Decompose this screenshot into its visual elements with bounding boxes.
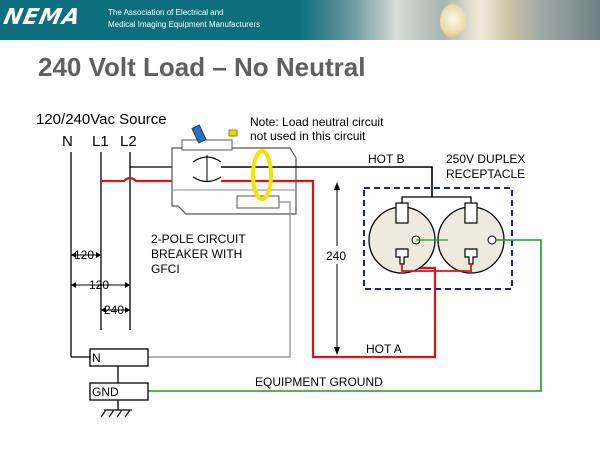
neutral-bar xyxy=(89,348,149,367)
voltage-load-label: 240 xyxy=(326,249,346,263)
voltage-n-l1-label: 120 xyxy=(74,248,94,262)
note-line-2: not used in this circuit xyxy=(250,129,366,143)
outlet-right-slot-bottom xyxy=(464,248,478,265)
note-line-1: Note: Load neutral circuit xyxy=(250,115,384,129)
ground-bar-label: GND xyxy=(92,385,119,399)
l1-to-breaker-line xyxy=(101,176,185,183)
dim-arrow xyxy=(96,252,101,258)
ground-bar xyxy=(89,382,149,401)
hot-a-jumper xyxy=(401,264,472,272)
dim-arrow xyxy=(334,182,340,190)
dim-arrow xyxy=(125,282,130,288)
hot-a-label: HOT A xyxy=(366,342,402,356)
dim-arrow xyxy=(101,307,106,313)
outlet-left-slot-bottom xyxy=(395,248,409,265)
line-l2-label: L2 xyxy=(120,133,137,150)
hot-b-label: HOT B xyxy=(368,152,404,166)
hot-b-jumper xyxy=(401,196,472,203)
breaker-handle[interactable] xyxy=(191,124,207,144)
outlet-right-slot-top xyxy=(464,202,478,224)
line-n-label: N xyxy=(62,133,73,150)
hot-a-wire xyxy=(221,179,437,359)
slide-title: 240 Volt Load – No Neutral xyxy=(38,52,366,82)
association-line-2: Medical Imaging Equipment Manufacturers xyxy=(108,20,261,29)
dim-arrow xyxy=(71,252,76,258)
line-l1-label: L1 xyxy=(92,133,109,150)
breaker-top xyxy=(181,139,233,151)
neutral-bar-label: N xyxy=(92,351,101,365)
equipment-ground-wire xyxy=(148,239,542,392)
dim-arrow xyxy=(334,347,340,355)
outlet-left-slot-top xyxy=(395,202,409,224)
gfci-sensor-ring xyxy=(251,149,273,201)
dim-arrow xyxy=(125,307,130,313)
gfci-test-button[interactable] xyxy=(228,129,238,137)
header-banner: NEMA The Association of Electrical and M… xyxy=(0,0,600,40)
hot-b-wire xyxy=(221,166,433,197)
receptacle-label-1: 250V DUPLEX xyxy=(446,152,525,166)
breaker-label-2: BREAKER WITH xyxy=(151,247,242,261)
source-label: 120/240Vac Source xyxy=(36,111,167,128)
receptacle-box xyxy=(363,187,513,290)
dim-arrow xyxy=(71,282,76,288)
association-text: The Association of Electrical and Medica… xyxy=(108,7,260,31)
breaker-label-1: 2-POLE CIRCUIT xyxy=(151,232,246,246)
dim-load-gap xyxy=(325,246,349,264)
lightbulb-image xyxy=(440,4,466,38)
voltage-l1-l2-label: 240 xyxy=(104,303,124,317)
equipment-ground-label: EQUIPMENT GROUND xyxy=(255,375,383,389)
neutral-load-wire xyxy=(148,201,291,358)
outlet-right-ground-pin xyxy=(487,235,497,245)
voltage-n-l2-label: 120 xyxy=(89,278,109,292)
breaker-label-3: GFCI xyxy=(151,262,180,276)
receptacle-label-2: RECEPTACLE xyxy=(446,167,525,181)
association-line-1: The Association of Electrical and xyxy=(108,8,224,17)
earth-ground-icon xyxy=(100,400,132,418)
